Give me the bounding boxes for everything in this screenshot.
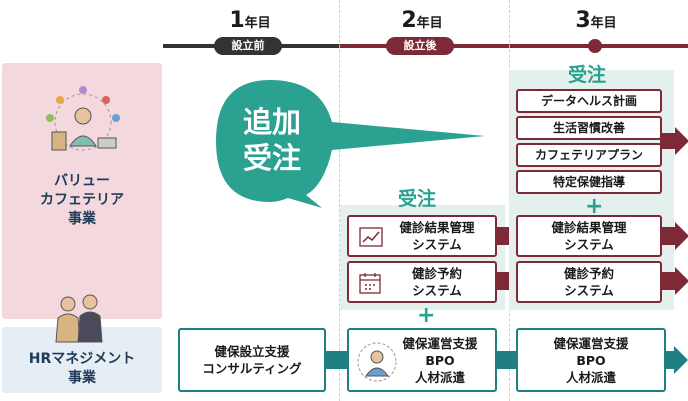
year2-box2-line-2: システム [412, 283, 462, 298]
chart-icon [359, 227, 383, 247]
cafeteria-illustration [46, 86, 120, 151]
year3-box2-line-1: 健診予約 [563, 266, 614, 281]
sidebar-label-hr: HRマネジメント 事業 [2, 350, 162, 388]
year3-box1-line-1: 健診結果管理 [551, 220, 627, 235]
hr-box-year3: 健保運営支援 BPO 人材派遣 [516, 328, 666, 392]
sidebar-label-line-1: バリュー [54, 173, 110, 189]
year-1-label: 1年目 [210, 8, 290, 33]
phase-pill-after: 設立後 [386, 37, 454, 55]
timeline-line-future [340, 44, 688, 48]
year3-box-checkup-booking: 健診予約 システム [516, 261, 662, 303]
operator-icon [357, 342, 397, 382]
hr-box-year2-text: 健保運営支援 BPO 人材派遣 [349, 330, 495, 390]
service-item-data-health: データヘルス計画 [516, 89, 662, 113]
hr-box-year1-line-1: 健保設立支援 [214, 344, 290, 359]
hr-box-year2: 健保運営支援 BPO 人材派遣 [347, 328, 497, 392]
sidebar-hr-line-1: HRマネジメント [28, 351, 136, 367]
timeline-dot-year3 [588, 39, 602, 53]
row1-arrow-head [675, 222, 688, 250]
hr-box-year3-line-1: 健保運営支援 [553, 335, 629, 351]
year2-box-health-results-text: 健診結果管理 システム [349, 217, 495, 255]
services-arrow-head [675, 127, 688, 155]
hr-box-year2-line-1: 健保運営支援 [402, 335, 478, 351]
callout-line-1: 追加 [242, 105, 301, 139]
hr-box-year2-line-3: 人材派遣 [414, 369, 465, 385]
year2-box1-line-2: システム [412, 237, 462, 252]
service-item-health-guidance: 特定保健指導 [516, 170, 662, 194]
row2-arrow-end [660, 272, 676, 290]
year-3-label: 3年目 [556, 8, 636, 33]
sidebar-label-line-2: カフェテリア [40, 192, 124, 208]
year-3-unit: 年目 [590, 16, 617, 31]
hr-arrow-end [665, 351, 675, 369]
service-item-cafeteria-plan: カフェテリアプラン [516, 143, 662, 167]
callout-bubble [216, 80, 485, 208]
hr-people-illustration [55, 294, 103, 343]
hr-box-year1-line-2: コンサルティング [202, 361, 302, 376]
year3-order-heading: 受注 [568, 64, 607, 86]
row1-arrow-end [660, 227, 676, 245]
year3-box1-line-2: システム [564, 237, 614, 252]
hr-box-year3-line-3: 人材派遣 [565, 369, 616, 385]
year2-box-checkup-booking: 健診予約 システム [347, 261, 497, 303]
phase-pill-before: 設立前 [214, 37, 282, 55]
hr-connector-2-3 [495, 351, 517, 369]
year-3-number: 3 [575, 8, 591, 33]
sidebar-label-value-cafeteria: バリュー カフェテリア 事業 [2, 172, 162, 229]
year3-box2-text: 健診予約 システム [518, 263, 660, 301]
year-2-label: 2年目 [382, 8, 462, 33]
separator-year2 [339, 0, 340, 401]
service-item-lifestyle: 生活習慣改善 [516, 116, 662, 140]
year-1-number: 1 [229, 8, 245, 33]
sidebar-hr-line-2: 事業 [68, 370, 96, 386]
services-arrow-shaft [660, 133, 676, 149]
year2-plus: + [417, 303, 436, 328]
year-2-unit: 年目 [416, 16, 443, 31]
year2-box1-line-1: 健診結果管理 [399, 220, 475, 235]
calendar-icon [359, 273, 381, 294]
year3-box2-line-2: システム [564, 283, 614, 298]
hr-connector-1-2 [325, 351, 347, 369]
callout-text: 追加 受注 [224, 104, 320, 176]
year2-box-health-results: 健診結果管理 システム [347, 215, 497, 257]
year3-box1-text: 健診結果管理 システム [518, 217, 660, 255]
year2-order-heading: 受注 [398, 188, 437, 210]
year3-plus: + [585, 194, 604, 219]
callout-line-2: 受注 [242, 141, 301, 175]
year2-box-checkup-booking-text: 健診予約 システム [349, 263, 495, 301]
hr-box-year2-line-2: BPO [425, 352, 455, 368]
hr-box-year1: 健保設立支援 コンサルティング [178, 328, 326, 392]
year-1-unit: 年目 [244, 16, 271, 31]
hr-box-year3-line-2: BPO [576, 352, 606, 368]
year-2-number: 2 [401, 8, 417, 33]
year3-box-health-results: 健診結果管理 システム [516, 215, 662, 257]
year2-box2-line-1: 健診予約 [411, 266, 462, 281]
sidebar-value-cafeteria [2, 63, 162, 319]
hr-box-year1-text: 健保設立支援 コンサルティング [180, 330, 324, 390]
row2-arrow-head [675, 267, 688, 295]
hr-arrow-head [674, 346, 688, 374]
sidebar-label-line-3: 事業 [68, 211, 96, 227]
hr-box-year3-text: 健保運営支援 BPO 人材派遣 [518, 330, 664, 390]
